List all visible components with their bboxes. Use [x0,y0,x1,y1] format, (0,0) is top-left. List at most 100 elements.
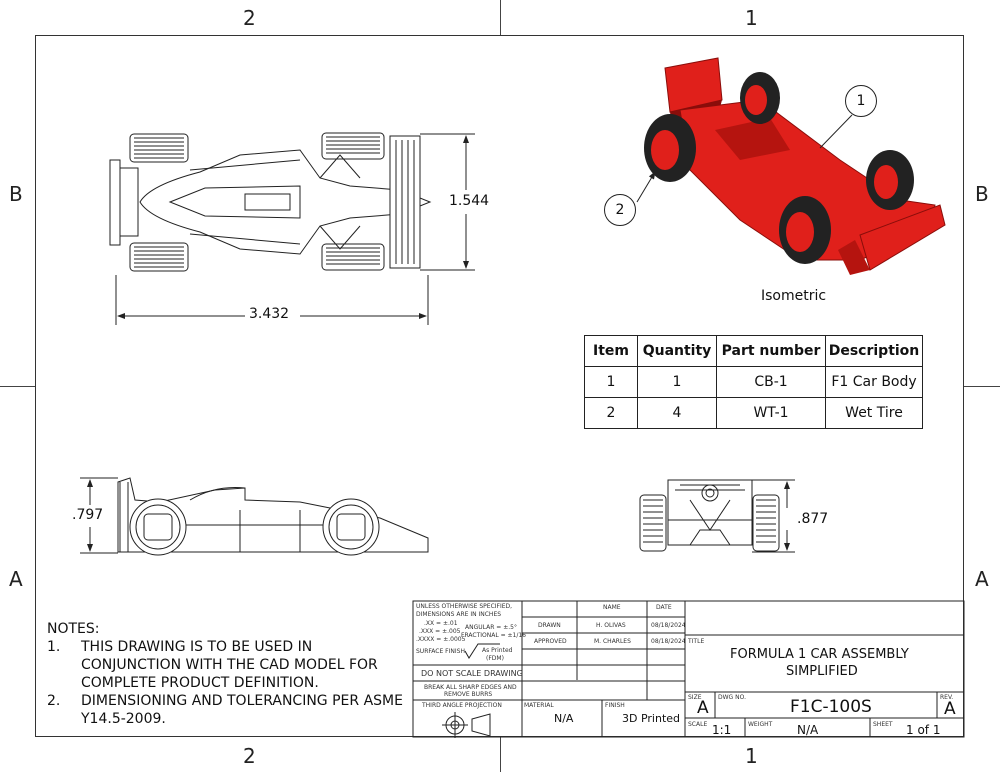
top-rear-tire-lower [129,242,189,272]
zone-label-bottom-2: 2 [243,744,256,768]
tb-tol-2: .XXX = ±.005 [419,628,461,635]
tb-title-header: TITLE [688,638,705,645]
tb-sheet-value: 1 of 1 [906,723,941,737]
note-number: 1. [47,639,61,655]
tb-remove-burrs: REMOVE BURRS [444,691,493,698]
dim-front-height: .877 [795,511,831,527]
bom-header-item: Item [584,335,638,367]
tb-approved-label: APPROVED [534,638,567,645]
drawing-title-line-2: SIMPLIFIED [786,664,858,679]
iso-tire-front-right [866,150,914,210]
tb-angular: ANGULAR = ±.5° [465,624,517,631]
bom-cell: Wet Tire [825,397,923,429]
front-body [667,479,753,546]
tb-fractional: FRACTIONAL = ±1/16 [461,632,527,639]
tb-drawn-label: DRAWN [538,622,561,629]
top-front-tire-upper [321,132,385,160]
tb-tol-3: .XXXX = ±.0005 [416,636,466,643]
top-body [139,149,432,255]
note-item: 2. DIMENSIONING AND TOLERANCING PER ASME… [47,692,411,728]
tb-scale-value: 1:1 [712,723,732,737]
bom-table: Item Quantity Part number Description 1 … [584,335,923,429]
front-left-tire [639,494,667,552]
zone-label-right-a: A [975,567,989,591]
bom-cell: 1 [584,366,638,398]
notes-title: NOTES: [47,621,100,637]
bom-cell: CB-1 [716,366,826,398]
tb-tol-1: .XX = ±.01 [424,620,458,627]
bom-cell: 4 [637,397,717,429]
tb-size-header: SIZE [688,694,702,701]
note-number: 2. [47,693,61,709]
tb-approved-date: 08/18/2024 [651,638,686,645]
tb-do-not-scale: DO NOT SCALE DRAWING [421,669,523,678]
bom-cell: 2 [584,397,638,429]
zone-label-left-b: B [9,182,23,206]
tb-surface: SURFACE FINISH [416,648,465,655]
zone-tick-left [0,386,35,387]
side-view [80,477,429,556]
bom-header-quantity: Quantity [637,335,717,367]
top-rear-wing [109,159,121,246]
note-text: THIS DRAWING IS TO BE USED IN CONJUNCTIO… [81,639,378,691]
tb-weight-header: WEIGHT [748,721,773,728]
tb-drawn-name: H. OLIVAS [596,622,626,629]
dim-top-width: 3.432 [247,306,292,322]
tb-break-edges: BREAK ALL SHARP EDGES AND [424,684,517,691]
top-front-wing [389,135,421,269]
zone-label-bottom-1: 1 [745,744,758,768]
top-rear-tire-upper [129,133,189,163]
tb-rev-value: A [944,699,956,719]
tb-sheet-header: SHEET [873,721,893,728]
zone-label-top-1: 1 [745,6,758,30]
tb-name-header: NAME [603,604,621,611]
zone-tick-right [964,386,1000,387]
top-view [109,132,475,325]
zone-tick-bottom [500,737,501,772]
tb-finish-header: FINISH [605,702,625,709]
bom-header-description: Description [825,335,923,367]
bom-header-row: Item Quantity Part number Description [584,335,923,367]
bom-header-part-number: Part number [716,335,826,367]
tb-material-header: MATERIAL [524,702,554,709]
tb-third-angle: THIRD ANGLE PROJECTION [422,702,502,709]
note-text: DIMENSIONING AND TOLERANCING PER ASME Y1… [81,693,403,727]
zone-label-top-2: 2 [243,6,256,30]
tb-unless: UNLESS OTHERWISE SPECIFIED, [416,603,513,610]
zone-tick-top [500,0,501,35]
iso-tire-front-left [779,196,831,264]
note-item: 1. THIS DRAWING IS TO BE USED IN CONJUNC… [47,638,411,692]
drawing-title-line-1: FORMULA 1 CAR ASSEMBLY [730,647,909,662]
table-row: 1 1 CB-1 F1 Car Body [584,366,923,398]
top-front-tire-lower [321,243,385,271]
tb-as-printed: As Printed [482,647,513,654]
iso-tire-rear-right [740,72,780,124]
balloon-item-1: 1 [845,85,877,117]
title-block-lines [412,600,965,738]
tb-drawn-date: 08/18/2024 [651,622,686,629]
side-front-tire [322,498,380,556]
tb-finish-value: 3D Printed [622,712,681,725]
tb-dwg-header: DWG NO. [718,694,746,701]
dim-side-height: .797 [70,507,106,523]
iso-tire-rear-left [644,114,696,182]
bom-cell: WT-1 [716,397,826,429]
zone-label-right-b: B [975,182,989,206]
isometric-view [636,57,946,275]
tb-material-value: N/A [554,712,574,725]
tb-size-value: A [697,698,709,718]
tb-date-header: DATE [656,604,672,611]
isometric-label: Isometric [761,288,827,304]
tb-rev-header: REV. [940,694,954,701]
tb-dims-in: DIMENSIONS ARE IN INCHES [416,611,502,618]
tb-weight-value: N/A [797,723,819,737]
tb-dwg-number: F1C-100S [790,697,872,717]
tb-fdm: (FDM) [486,655,504,662]
notes-block: NOTES: 1. THIS DRAWING IS TO BE USED IN … [47,620,411,728]
side-rear-tire [129,498,187,556]
zone-label-left-a: A [9,567,23,591]
bom-cell: 1 [637,366,717,398]
front-view [639,479,795,553]
dim-top-height: 1.544 [447,193,492,209]
